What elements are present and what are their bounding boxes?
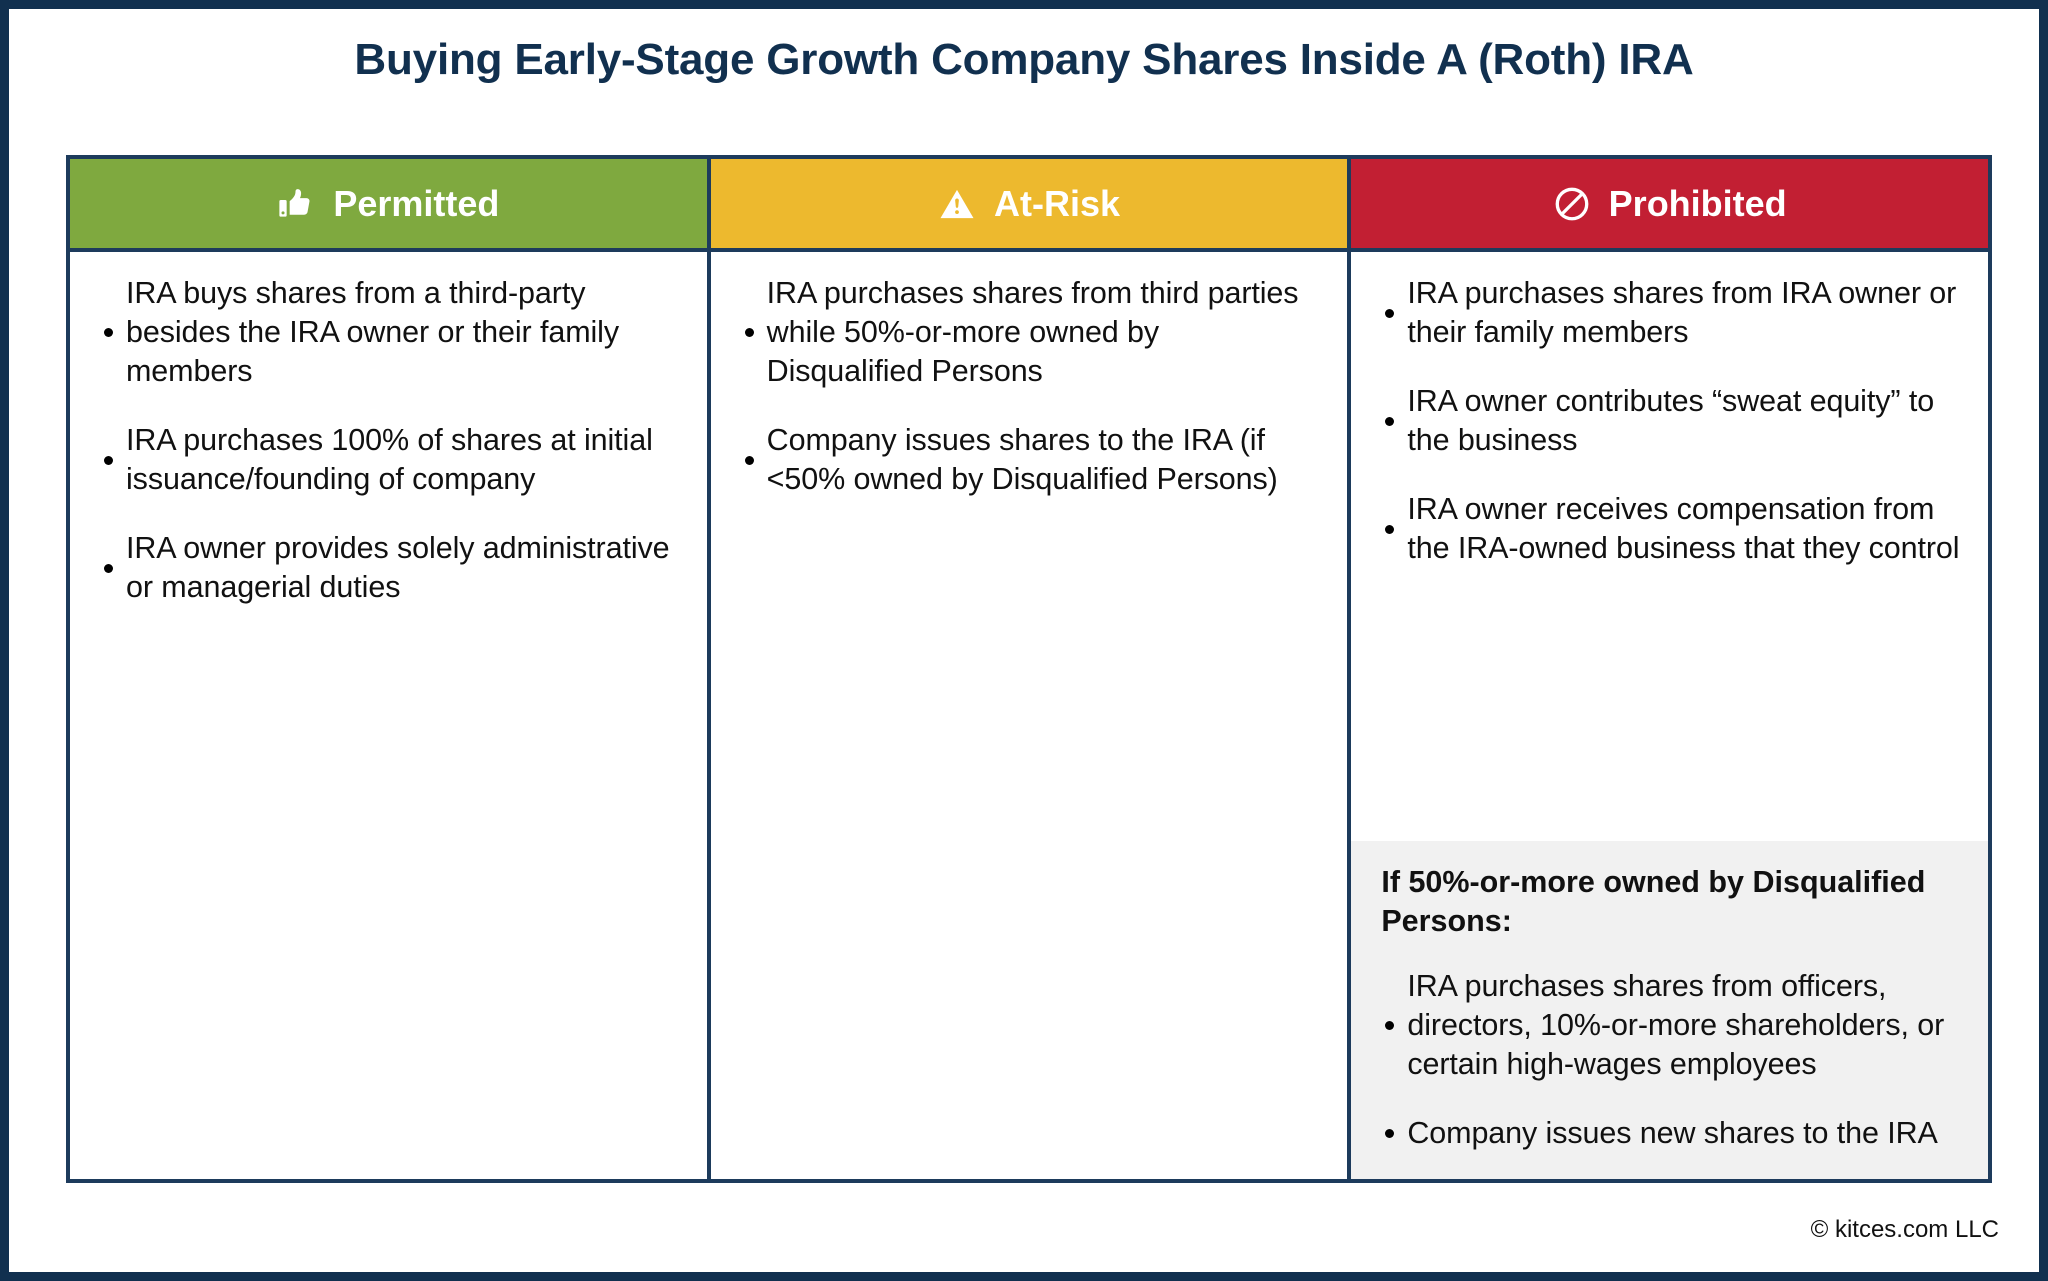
bullet-dot-icon	[737, 328, 767, 338]
column-header-at-risk: At-Risk	[710, 159, 1352, 252]
list-item-text: IRA owner contributes “sweat equity” to …	[1407, 384, 1935, 458]
list-item-text: IRA purchases shares from third parties …	[766, 276, 1299, 389]
prohibited-ban-icon	[1553, 185, 1591, 223]
table-header-row: Permitted At-Risk	[70, 159, 1989, 252]
list-item: Company issues shares to the IRA (if <50…	[737, 421, 1322, 499]
list-item: IRA purchases shares from officers, dire…	[1377, 967, 1962, 1084]
infographic-canvas: Buying Early-Stage Growth Company Shares…	[9, 9, 2039, 1272]
copyright-credit: © kitces.com LLC	[1810, 1216, 1999, 1243]
list-item: IRA owner provides solely administrative…	[96, 529, 681, 607]
bullet-list-at-risk: IRA purchases shares from third parties …	[711, 252, 1348, 499]
list-item-text: IRA buys shares from a third-party besid…	[126, 276, 619, 389]
column-body-prohibited: IRA purchases shares from IRA owner or t…	[1351, 252, 1989, 1179]
table-body-row: IRA buys shares from a third-party besid…	[70, 252, 1989, 1179]
list-item-text: IRA owner receives compensation from the…	[1407, 492, 1960, 566]
column-header-label: Permitted	[333, 182, 500, 224]
warning-triangle-icon	[938, 185, 976, 223]
disqualified-persons-subpanel: If 50%-or-more owned by Disqualified Per…	[1351, 840, 1989, 1179]
bullet-dot-icon	[96, 563, 126, 573]
bullet-dot-icon	[96, 328, 126, 338]
page-title: Buying Early-Stage Growth Company Shares…	[354, 35, 1694, 84]
list-item: IRA buys shares from a third-party besid…	[96, 274, 681, 391]
list-item-text: IRA owner provides solely administrative…	[126, 531, 670, 605]
list-item: IRA owner contributes “sweat equity” to …	[1377, 382, 1962, 460]
column-header-label: Prohibited	[1608, 182, 1787, 224]
bullet-dot-icon	[1377, 524, 1407, 534]
column-header-permitted: Permitted	[70, 159, 711, 252]
list-item: IRA purchases 100% of shares at initial …	[96, 421, 681, 499]
column-header-prohibited: Prohibited	[1351, 159, 1989, 252]
column-body-at-risk: IRA purchases shares from third parties …	[711, 252, 1352, 1179]
list-item: IRA purchases shares from IRA owner or t…	[1377, 274, 1962, 352]
bullet-list-prohibited: IRA purchases shares from IRA owner or t…	[1351, 252, 1988, 568]
list-item-text: Company issues new shares to the IRA	[1407, 1115, 1938, 1150]
bullet-dot-icon	[1377, 1128, 1407, 1138]
bullet-dot-icon	[96, 455, 126, 465]
bullet-dot-icon	[1377, 416, 1407, 426]
list-item: IRA owner receives compensation from the…	[1377, 490, 1962, 568]
list-item-text: Company issues shares to the IRA (if <50…	[766, 423, 1278, 497]
list-item-text: IRA purchases shares from officers, dire…	[1407, 968, 1945, 1081]
thumbs-up-icon	[277, 185, 315, 223]
subpanel-title: If 50%-or-more owned by Disqualified Per…	[1381, 864, 1926, 938]
list-item-text: IRA purchases 100% of shares at initial …	[126, 423, 653, 497]
bullet-dot-icon	[737, 455, 767, 465]
list-item-text: IRA purchases shares from IRA owner or t…	[1407, 276, 1957, 350]
list-item: IRA purchases shares from third parties …	[737, 274, 1322, 391]
bullet-dot-icon	[1377, 308, 1407, 318]
bullet-dot-icon	[1377, 1020, 1407, 1030]
comparison-table: Permitted At-Risk	[66, 155, 1992, 1183]
bullet-list-permitted: IRA buys shares from a third-party besid…	[70, 252, 707, 607]
column-header-label: At-Risk	[993, 182, 1121, 224]
column-body-permitted: IRA buys shares from a third-party besid…	[70, 252, 711, 1179]
list-item: Company issues new shares to the IRA	[1377, 1114, 1962, 1153]
